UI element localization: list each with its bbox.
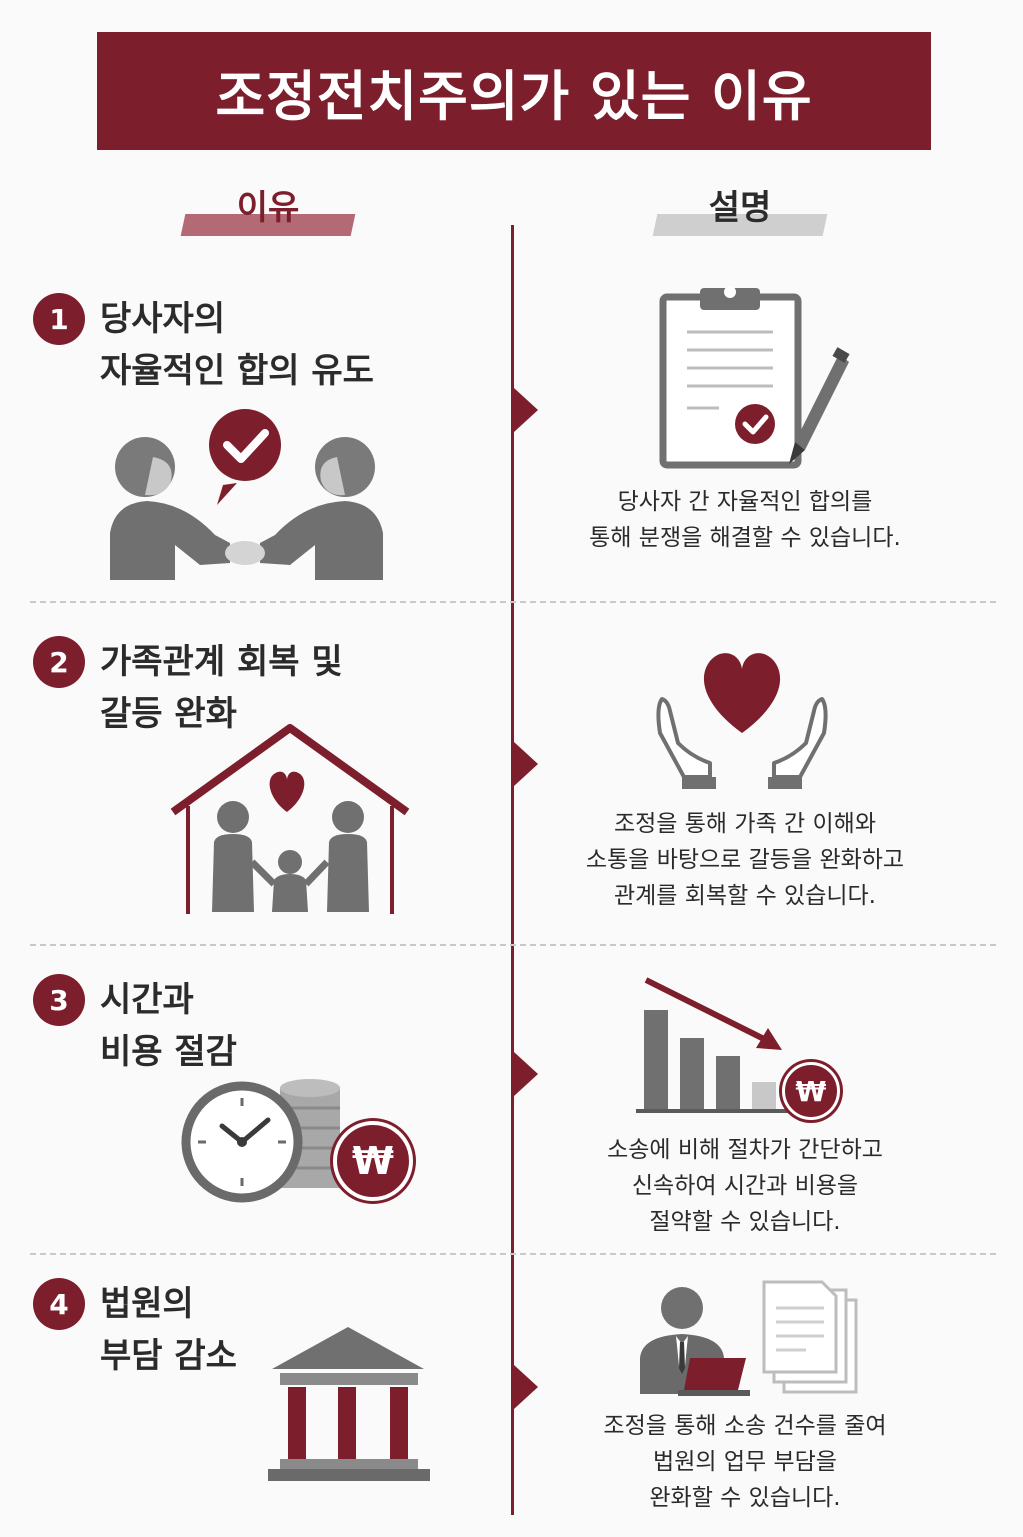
- reason-description-line: 통해 분쟁을 해결할 수 있습니다.: [589, 525, 901, 551]
- won-icon: ₩: [782, 1062, 840, 1120]
- reason-description-line: 절약할 수 있습니다.: [649, 1209, 841, 1235]
- reason-heading-line: 갈등 완화: [100, 694, 237, 734]
- reason-description-3: 소송에 비해 절차가 간단하고 신속하여 시간과 비용을 절약할 수 있습니다.: [530, 1132, 960, 1240]
- reason-description-2: 조정을 통해 가족 간 이해와 소통을 바탕으로 갈등을 완화하고 관계를 회복…: [530, 806, 960, 914]
- clipboard-check-icon: [659, 286, 850, 469]
- title-banner: 조정전치주의가 있는 이유: [97, 32, 931, 150]
- house-family-icon: [170, 724, 410, 914]
- column-header-reason: 이유: [180, 180, 356, 236]
- timeline-pointer: [514, 742, 538, 786]
- reason-description-4: 조정을 통해 소송 건수를 줄여 법원의 업무 부담을 완화할 수 있습니다.: [530, 1408, 960, 1516]
- reason-description-line: 소통을 바탕으로 갈등을 완화하고: [585, 847, 905, 873]
- reason-heading-line: 자율적인 합의 유도: [100, 351, 374, 391]
- reason-heading-line: 부담 감소: [100, 1336, 237, 1376]
- reason-description-line: 완화할 수 있습니다.: [649, 1485, 841, 1511]
- reason-description-line: 신속하여 시간과 비용을: [631, 1173, 859, 1199]
- timeline-pointer: [514, 1365, 538, 1409]
- reason-heading-3: 시간과 비용 절감: [100, 974, 237, 1078]
- reason-heading-2: 가족관계 회복 및 갈등 완화: [100, 636, 343, 740]
- reason-description-line: 당사자 간 자율적인 합의를: [617, 489, 873, 515]
- reason-heading-line: 시간과: [100, 980, 194, 1020]
- reason-description-1: 당사자 간 자율적인 합의를 통해 분쟁을 해결할 수 있습니다.: [530, 484, 960, 556]
- reason-heading-line: 가족관계 회복 및: [100, 642, 343, 682]
- reason-description-line: 조정을 통해 소송 건수를 줄여: [603, 1413, 887, 1439]
- won-symbol: ₩: [795, 1074, 827, 1108]
- reason-description-line: 관계를 회복할 수 있습니다.: [613, 883, 876, 909]
- handshake-icon: [110, 409, 383, 580]
- reason-description-line: 조정을 통해 가족 간 이해와: [613, 811, 876, 837]
- column-header-description-label: 설명: [708, 188, 772, 228]
- reason-number-2: 2: [33, 636, 85, 688]
- reason-heading-line: 당사자의: [100, 299, 226, 339]
- won-icon: ₩: [333, 1121, 413, 1201]
- column-header-reason-label: 이유: [236, 188, 300, 228]
- clock-icon: [181, 1081, 303, 1203]
- section-divider: [30, 1253, 996, 1255]
- reason-heading-line: 비용 절감: [100, 1032, 237, 1072]
- reason-heading-line: 법원의: [100, 1284, 194, 1324]
- reason-heading-4: 법원의 부담 감소: [100, 1278, 237, 1382]
- reason-heading-1: 당사자의 자율적인 합의 유도: [100, 293, 374, 397]
- section-divider: [30, 601, 996, 603]
- timeline-pointer: [514, 1052, 538, 1096]
- worker-laptop-icon: [640, 1287, 750, 1396]
- documents-icon: [762, 1280, 858, 1394]
- reason-number-3: 3: [33, 974, 85, 1026]
- heart-hands-icon: [656, 653, 828, 789]
- bar-chart-down-icon: [636, 977, 792, 1113]
- reason-number-4: 4: [33, 1278, 85, 1330]
- column-header-description: 설명: [652, 180, 828, 236]
- reason-number-1: 1: [33, 293, 85, 345]
- timeline-line: [511, 225, 514, 1515]
- section-divider: [30, 944, 996, 946]
- reason-description-line: 소송에 비해 절차가 간단하고: [607, 1137, 883, 1163]
- page-title: 조정전치주의가 있는 이유: [215, 64, 813, 128]
- reason-description-line: 법원의 업무 부담을: [653, 1449, 837, 1475]
- clock-coins-group: [181, 1079, 340, 1203]
- won-symbol: ₩: [352, 1139, 394, 1183]
- courthouse-icon: [268, 1327, 430, 1481]
- pen-icon: [789, 347, 850, 464]
- timeline-pointer: [514, 388, 538, 432]
